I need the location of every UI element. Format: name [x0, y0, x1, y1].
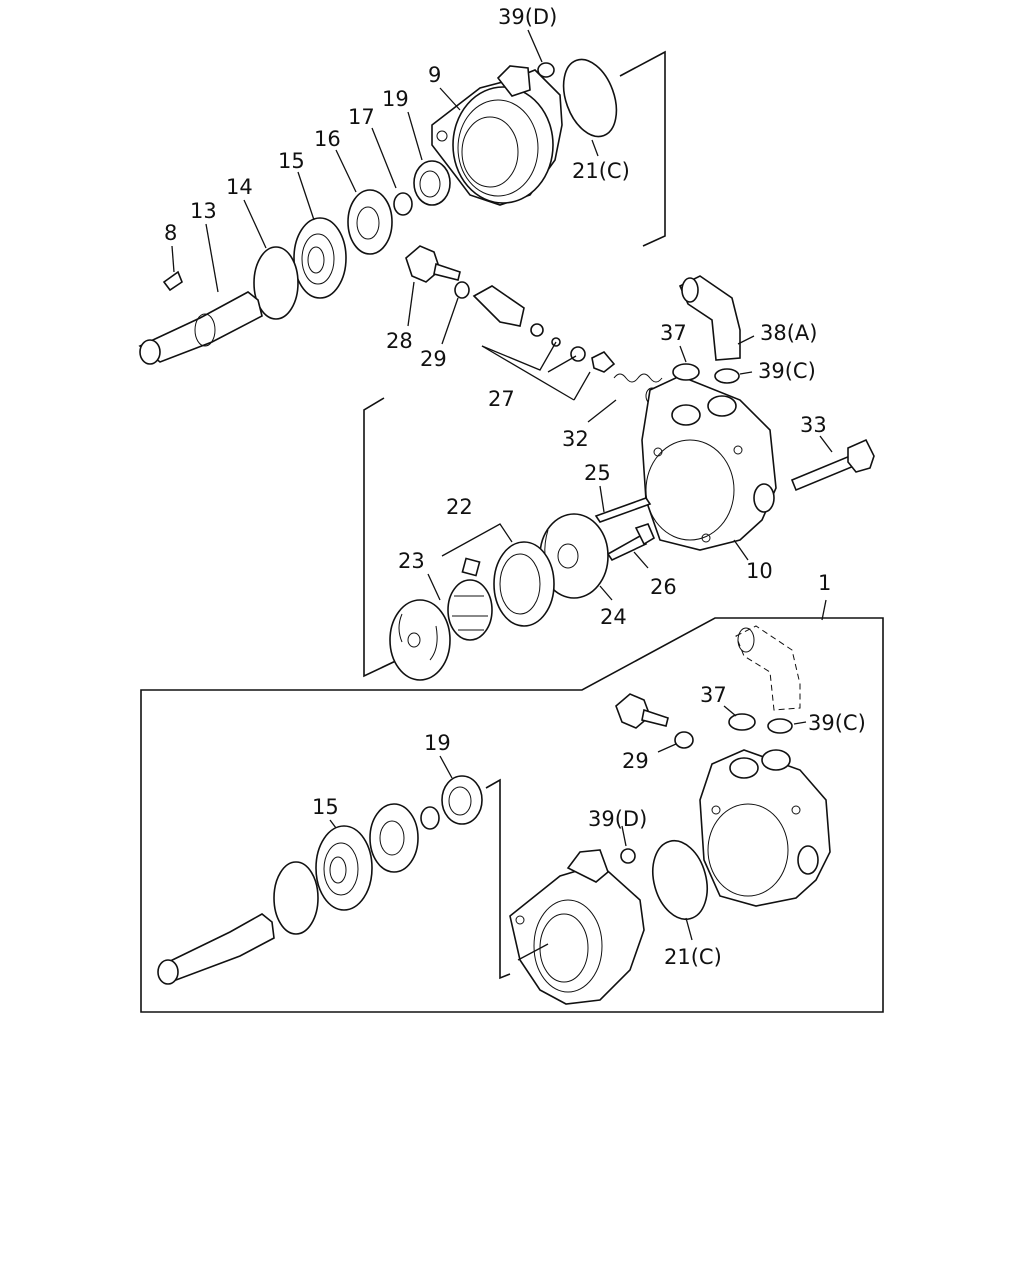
callout-29-bottom: 29: [622, 749, 649, 773]
o-ring-part-39c-top: [714, 368, 740, 384]
o-ring-part-37-top: [672, 363, 700, 381]
callout-16: 16: [314, 127, 341, 151]
callout-37-bottom: 37: [700, 683, 727, 707]
shaft-part-13: [138, 291, 263, 365]
callout-8: 8: [164, 221, 177, 245]
pump-body-lower: [699, 749, 831, 907]
elbow-fitting-part-38a: [678, 275, 741, 361]
callout-1: 1: [818, 571, 831, 595]
callout-38a: 38(A): [760, 321, 817, 345]
o-ring-part-39c-bottom: [767, 718, 793, 734]
callout-14: 14: [226, 175, 253, 199]
callout-24: 24: [600, 605, 627, 629]
o-ring-part-29-top: [454, 281, 470, 299]
oil-seal-part-19-top: [413, 160, 451, 206]
o-ring-part-21c-top: [562, 58, 618, 138]
pump-body-part-10: [641, 375, 777, 551]
o-ring-part-37-bottom: [728, 713, 756, 731]
callout-39d-bottom: 39(D): [588, 807, 647, 831]
o-ring-part-21c-bottom: [652, 839, 708, 921]
leader-lines: [171, 29, 833, 961]
callout-25: 25: [584, 461, 611, 485]
front-housing-part-9: [431, 65, 563, 206]
retaining-ring-lower: [273, 861, 319, 935]
callout-33: 33: [800, 413, 827, 437]
rotor-part: [447, 579, 493, 641]
valve-assembly-part-27: [472, 285, 616, 401]
washer-part-16: [347, 189, 393, 255]
front-housing-lower: [509, 849, 645, 1005]
callout-39c-bottom: 39(C): [808, 711, 866, 735]
snap-ring-part-17: [393, 192, 413, 216]
bearing-part-15-bottom: [315, 825, 373, 911]
callout-21c-bottom: 21(C): [664, 945, 722, 969]
elbow-fitting-lower: [735, 625, 801, 711]
callout-39d-top: 39(D): [498, 5, 557, 29]
snap-ring-lower: [420, 806, 440, 830]
callout-9: 9: [428, 63, 441, 87]
pin-part-25: [594, 497, 652, 523]
bracket-lower-inner: [485, 778, 511, 980]
callout-29-top: 29: [420, 347, 447, 371]
callout-10: 10: [746, 559, 773, 583]
o-ring-part-39d-bottom: [620, 848, 636, 864]
retaining-ring-part-14: [253, 246, 299, 320]
bearing-part-15-top: [293, 217, 347, 299]
callout-19-top: 19: [382, 87, 409, 111]
o-ring-part-29-bottom: [674, 731, 694, 749]
callout-37-top: 37: [660, 321, 687, 345]
cam-ring-part-22: [441, 523, 555, 627]
callout-15-bottom: 15: [312, 795, 339, 819]
callout-26: 26: [650, 575, 677, 599]
callout-32: 32: [562, 427, 589, 451]
oil-seal-part-19-bottom: [441, 775, 483, 825]
shaft-lower: [157, 913, 275, 985]
callout-23: 23: [398, 549, 425, 573]
callout-13: 13: [190, 199, 217, 223]
callout-39c-top: 39(C): [758, 359, 816, 383]
callout-22: 22: [446, 495, 473, 519]
callout-19-bottom: 19: [424, 731, 451, 755]
plug-part-28: [405, 245, 461, 283]
side-plate-part-24: [539, 513, 609, 599]
plug-lower: [615, 693, 669, 729]
key-part-8: [162, 270, 183, 292]
bolt-part-33: [790, 438, 875, 492]
bracket-top-right: [619, 50, 666, 247]
washer-lower: [369, 803, 419, 873]
callout-27: 27: [488, 387, 515, 411]
callout-17: 17: [348, 105, 375, 129]
bolt-part-26: [606, 523, 656, 562]
front-plate-part-23: [389, 599, 451, 681]
callout-15-top: 15: [278, 149, 305, 173]
callout-21c-top: 21(C): [572, 159, 630, 183]
o-ring-part-39d-top: [537, 62, 555, 78]
callout-28: 28: [386, 329, 413, 353]
assembly-box-outline: [140, 617, 884, 1013]
